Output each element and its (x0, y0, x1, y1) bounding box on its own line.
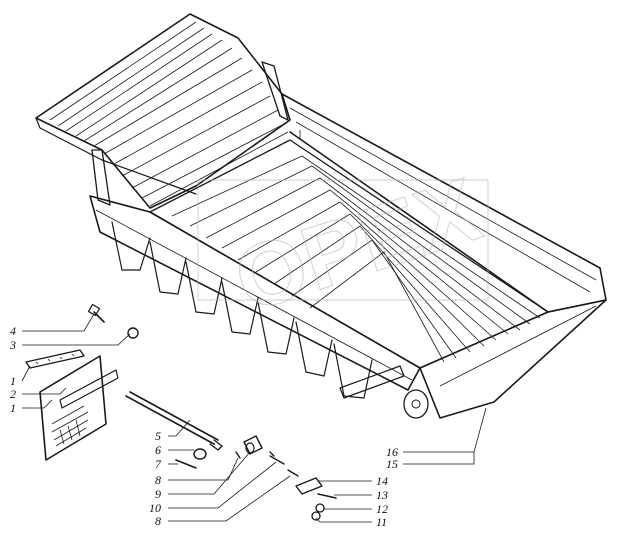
callout-12: 12 (376, 502, 388, 516)
callout-6: 6 (155, 443, 161, 457)
part-pin-8b (287, 469, 299, 477)
callout-3: 3 (9, 338, 16, 352)
callout-2: 2 (10, 387, 16, 401)
callout-4: 4 (10, 324, 16, 338)
part-mud-flap (39, 355, 119, 461)
part-nut (127, 327, 139, 339)
callout-16: 16 (386, 445, 398, 459)
callout-8b: 8 (155, 514, 161, 528)
part-rod (125, 391, 223, 451)
part-bolt-13 (317, 493, 337, 499)
part-washer (193, 448, 207, 460)
part-washer-12 (315, 503, 325, 513)
callout-8: 8 (155, 473, 161, 487)
callout-7: 7 (155, 457, 162, 471)
rear-end (339, 299, 607, 419)
callout-9: 9 (155, 487, 161, 501)
part-pin-7 (175, 459, 197, 469)
leader-lines (21, 313, 487, 523)
part-spring-pin (269, 451, 285, 465)
callout-1b: 1 (10, 401, 16, 415)
callout-14: 14 (376, 474, 388, 488)
callout-5: 5 (155, 429, 161, 443)
parts (25, 303, 337, 521)
callout-13: 13 (376, 488, 388, 502)
callout-11: 11 (376, 515, 387, 529)
left-frame (89, 195, 421, 399)
callout-labels: 4 3 1 2 1 5 6 7 8 9 10 8 16 15 14 13 12 … (9, 324, 398, 529)
part-bushing (243, 435, 263, 455)
dump-body-drawing: ОРЕХ (35, 13, 607, 419)
callout-15: 15 (386, 457, 398, 471)
part-strip-upper (25, 349, 85, 369)
part-bolt (87, 303, 105, 323)
body-floor (149, 139, 549, 369)
part-cylinder-pin (295, 477, 323, 495)
callout-1: 1 (10, 374, 16, 388)
part-pin-8a (235, 451, 241, 459)
callout-10: 10 (149, 501, 161, 515)
front-board (35, 13, 291, 209)
part-nut-11 (311, 511, 321, 521)
